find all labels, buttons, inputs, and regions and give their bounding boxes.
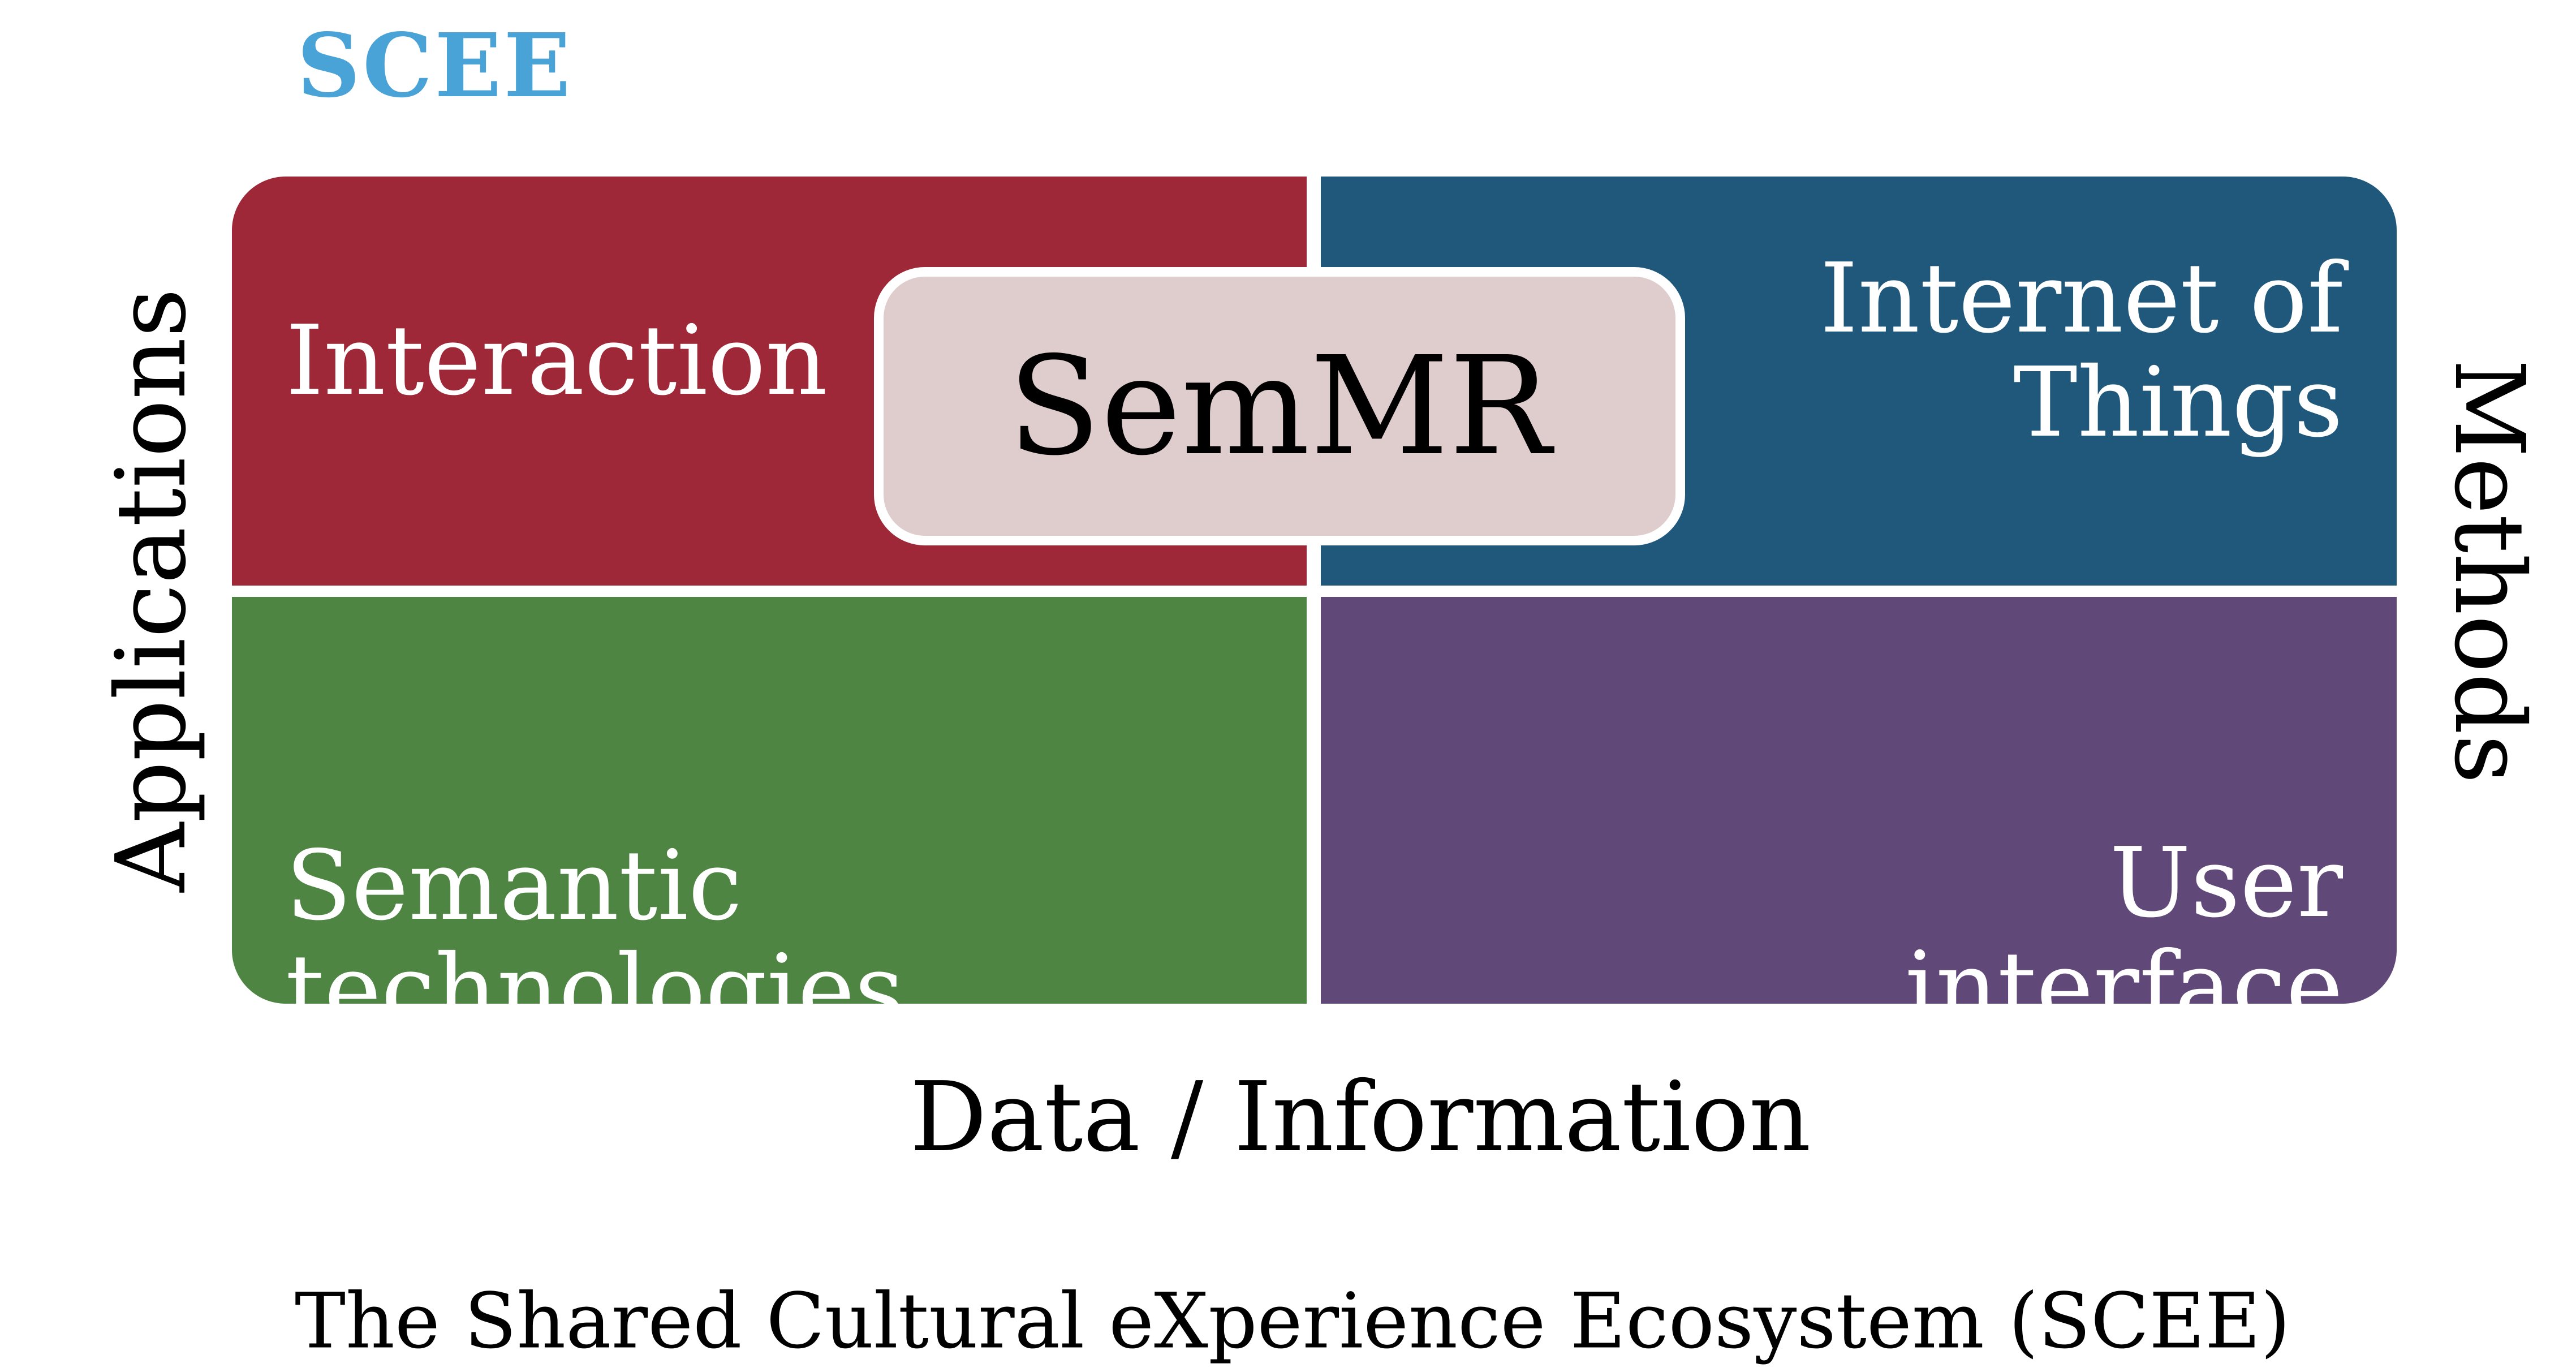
quadrant-internet-of-things-label: Internet of Things [1820,247,2343,455]
quadrant-user-interface: User interface [1321,597,2397,1004]
quadrant-internet-of-things-line-1: Internet of [1820,243,2343,355]
quadrant-internet-of-things-line-2: Things [2013,346,2343,459]
quadrant-user-interface-line-1: User [2109,827,2343,939]
brand-title: SCEE [297,14,573,117]
quadrant-user-interface-line-2: interface [1905,931,2343,1004]
quadrant-semantic-technologies: Semantic technologies [232,597,1307,1004]
axis-label-applications: Applications [96,288,208,892]
quadrant-semantic-technologies-label: Semantic technologies [286,830,904,1004]
quadrant-board: Interaction Internet of Things Semantic … [232,177,2397,1004]
figure-caption: The Shared Cultural eXperience Ecosystem… [295,1276,2290,1366]
axis-label-methods: Methods [2433,359,2545,784]
quadrant-interaction-line-1: Interaction [286,305,828,417]
quadrant-semantic-technologies-line-2: technologies [286,934,904,1004]
axis-label-data-information: Data / Information [910,1061,1811,1173]
quadrant-interaction-label: Interaction [286,309,828,414]
core-semmr-box: SemMR [874,267,1685,545]
quadrant-user-interface-label: User interface [1905,827,2343,1004]
quadrant-semantic-technologies-line-1: Semantic [286,830,743,942]
